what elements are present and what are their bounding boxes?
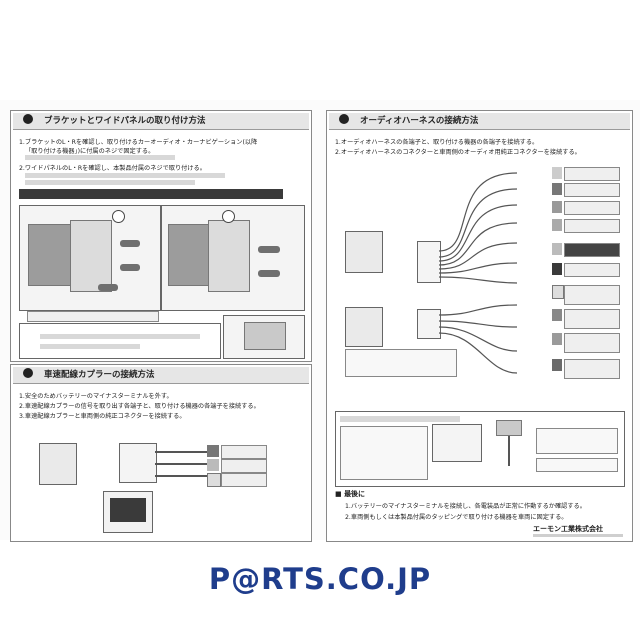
screw-icon	[98, 284, 118, 291]
back-signal-label	[221, 473, 267, 487]
figure-2	[161, 205, 305, 311]
antenna-adapter-box	[335, 411, 625, 487]
audio-harness-header: オーディオハーネスの接続方法	[329, 113, 630, 130]
bracket-step-1: 1.ブラケットのL・Rを確認し、取り付けるカーオーディオ・カーナビゲーション(以…	[19, 139, 258, 146]
screw-icon	[120, 240, 140, 247]
parking-brake-signal-label	[221, 445, 267, 459]
antenna-adapter-note	[340, 426, 428, 480]
parts-legend-row	[40, 344, 140, 349]
antenna-adapter-illustration	[496, 420, 522, 436]
6p-connector-note	[345, 349, 457, 377]
speed-coupler-illustration	[119, 443, 157, 483]
panel-illustration-2	[208, 220, 250, 292]
screw-icon	[258, 270, 280, 277]
screw-icon	[120, 264, 140, 271]
bracket-section-title: ブラケットとワイドパネルの取り付け方法	[43, 116, 206, 126]
wire-color-chip	[552, 167, 562, 179]
parts-legend-box	[19, 323, 221, 359]
ground-label	[564, 263, 620, 277]
illumination-power-label	[564, 167, 620, 181]
connector-front-view	[432, 424, 482, 462]
final-steps-title-text: 最後に	[344, 490, 366, 498]
front-speaker-left-label	[564, 285, 620, 305]
front-speaker-right-label	[564, 309, 620, 329]
antenna-adapter-heading	[340, 416, 460, 422]
antenna-control-note	[536, 428, 618, 454]
head-unit-screen	[110, 498, 146, 522]
antenna-jack-note	[536, 458, 618, 472]
speed-coupler-step-2: 2.車速配線カプラーの信号を取り出す各端子と、取り付ける機器の各端子を接続する。	[19, 403, 260, 410]
speed-signal-label	[221, 459, 267, 473]
final-step-1: 1.バッテリーのマイナスターミナルを接続し、各電装品が正常に作動するか確認する。	[345, 503, 586, 510]
final-step-2: 2.車両側もしくは本製品付属のタッピングで取り付ける機器を車両に固定する。	[345, 514, 568, 521]
wire-color-chip	[552, 309, 562, 321]
audio-harness-step-2: 2.オーディオハーネスのコネクターと車両側のオーディオ用純正コネクターを接続する…	[335, 149, 581, 156]
wire-color-chip	[207, 473, 221, 487]
screw-icon	[258, 246, 280, 253]
company-address	[533, 534, 623, 537]
audio-harness-step-1: 1.オーディオハーネスの各端子と、取り付ける機器の各端子を接続する。	[335, 139, 539, 146]
bracket-panel-section: ブラケットとワイドパネルの取り付け方法 1.ブラケットのL・Rを確認し、取り付け…	[10, 110, 312, 362]
wire	[155, 463, 215, 465]
wire-color-chip	[207, 445, 219, 457]
vehicle-connector-6p-illustration	[345, 307, 383, 347]
wire	[155, 475, 215, 477]
harness-wires	[438, 172, 518, 374]
wire	[155, 451, 215, 453]
bracket-detail-illustration	[244, 322, 286, 350]
audio-harness-title: オーディオハーネスの接続方法	[359, 116, 479, 126]
bracket-note-1	[25, 155, 175, 160]
rear-speaker-left-label	[564, 333, 620, 353]
rear-speaker-right-label	[564, 359, 620, 379]
main-power-label	[564, 183, 620, 197]
section-marker-icon	[23, 114, 33, 124]
check-note-label	[27, 311, 159, 322]
speed-coupler-title: 車速配線カプラーの接続方法	[43, 370, 155, 380]
accessory-power-label	[564, 219, 620, 233]
vehicle-connector-illustration	[39, 443, 77, 485]
speed-coupler-section: 車速配線カプラーの接続方法 1.安全のためバッテリーのマイナスターミナルを外す。…	[10, 364, 312, 542]
wire	[508, 436, 510, 466]
bracket-section-header: ブラケットとワイドパネルの取り付け方法	[13, 113, 309, 130]
speed-coupler-step-1: 1.安全のためバッテリーのマイナスターミナルを外す。	[19, 393, 173, 400]
speed-coupler-header: 車速配線カプラーの接続方法	[13, 367, 309, 384]
company-name: エーモン工業株式会社	[533, 525, 603, 533]
wire-color-chip	[552, 219, 562, 231]
antenna-control-label	[564, 243, 620, 257]
r-marker-icon	[112, 210, 125, 223]
final-steps-title: ■ 最後に	[335, 490, 366, 498]
wire-color-chip	[552, 285, 564, 299]
bracket-note-2	[25, 173, 225, 178]
bracket-step-1-cont: 「取り付ける機器」)に付属のネジで固定する。	[25, 148, 155, 155]
figure-1	[19, 205, 161, 311]
bracket-step-2: 2.ワイドパネルのL・Rを確認し、本製品付属のネジで取り付ける。	[19, 165, 206, 172]
wire-label-list	[552, 167, 620, 383]
bracket-note-3	[25, 180, 195, 185]
wire-color-chip	[552, 201, 562, 213]
audio-harness-section: オーディオハーネスの接続方法 1.オーディオハーネスの各端子と、取り付ける機器の…	[326, 110, 633, 542]
wire-color-chip	[207, 459, 219, 471]
section-marker-icon	[23, 368, 33, 378]
wire-color-chip	[552, 183, 562, 195]
wire-color-chip	[552, 333, 562, 345]
vehicle-connector-10p-illustration	[345, 231, 383, 273]
harness-connector-6p	[417, 309, 441, 339]
instruction-sheet: ブラケットとワイドパネルの取り付け方法 1.ブラケットのL・Rを確認し、取り付け…	[0, 100, 640, 542]
wire-color-chip	[552, 359, 562, 371]
bracket-illustration-1	[70, 220, 112, 292]
wire-color-chip	[552, 263, 562, 275]
head-unit-illustration	[103, 491, 153, 533]
wide-panel-warning-bar	[19, 189, 283, 199]
parts-logo: P@RTS.CO.JP	[208, 562, 432, 596]
harness-connector-10p	[417, 241, 441, 283]
parts-legend-row	[40, 334, 200, 339]
section-marker-icon	[339, 114, 349, 124]
r-marker-icon	[222, 210, 235, 223]
figure-3	[223, 315, 305, 359]
wire-color-chip	[552, 243, 562, 255]
speed-coupler-step-3: 3.車速配線カプラーと車両側の純正コネクターを接続する。	[19, 413, 186, 420]
sub-power-label	[564, 201, 620, 215]
